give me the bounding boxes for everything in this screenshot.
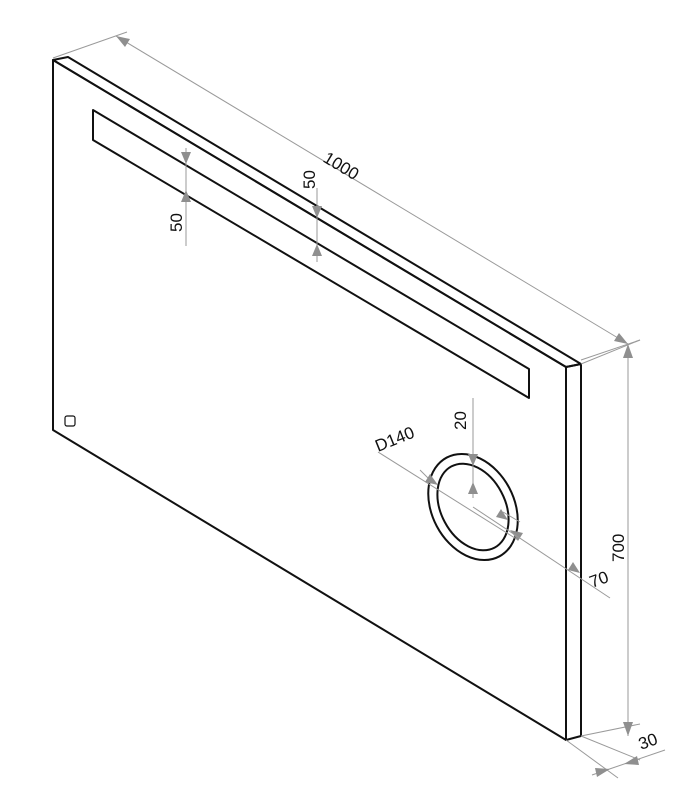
strip-offset-label: 50 — [167, 213, 186, 232]
mirror-side-face — [565, 363, 582, 741]
strip-height-label: 50 — [300, 170, 319, 189]
dimension-height: 700 — [580, 339, 641, 737]
touch-sensor-icon — [64, 415, 76, 427]
magnifier-side-arrow-right — [568, 562, 580, 573]
strip-offset-arrow-top — [181, 152, 191, 164]
led-strip — [92, 109, 530, 399]
height-arrow-bottom — [623, 722, 633, 736]
magnifier — [427, 452, 519, 562]
dimension-strip-height: 50 — [300, 170, 322, 262]
height-label: 700 — [609, 534, 628, 562]
dimension-width: 1000 — [52, 31, 641, 361]
depth-label: 30 — [636, 729, 660, 753]
magnifier-top-arrow-upper — [468, 454, 478, 466]
dimension-strip-offset: 50 — [167, 148, 191, 246]
strip-height-arrow-bottom — [312, 244, 322, 256]
dimension-magnifier-top: 20 — [451, 398, 478, 498]
magnifier-top-arrow-lower — [468, 482, 478, 494]
magnifier-top-label: 20 — [451, 411, 470, 430]
width-arrow-end — [614, 333, 628, 344]
dimension-magnifier-side: 70 — [472, 506, 611, 599]
height-arrow-top — [623, 344, 633, 358]
magnifier-inner-ring — [436, 462, 510, 552]
dimension-magnifier-diameter: D140 — [372, 423, 523, 541]
mirror-body — [52, 56, 582, 741]
magnifier-side-arrow-left — [496, 509, 508, 520]
depth-arrow-right — [624, 756, 639, 765]
diameter-arrow-left — [425, 474, 438, 485]
magnifier-outer-ring — [427, 452, 519, 562]
magnifier-side-label: 70 — [587, 567, 611, 591]
width-label: 1000 — [320, 148, 362, 184]
magnifier-diameter-label: D140 — [372, 423, 417, 456]
width-arrow-start — [116, 36, 130, 47]
depth-arrow-left — [595, 768, 610, 777]
strip-height-arrow-top — [312, 206, 322, 218]
strip-offset-arrow-bottom — [181, 190, 191, 202]
